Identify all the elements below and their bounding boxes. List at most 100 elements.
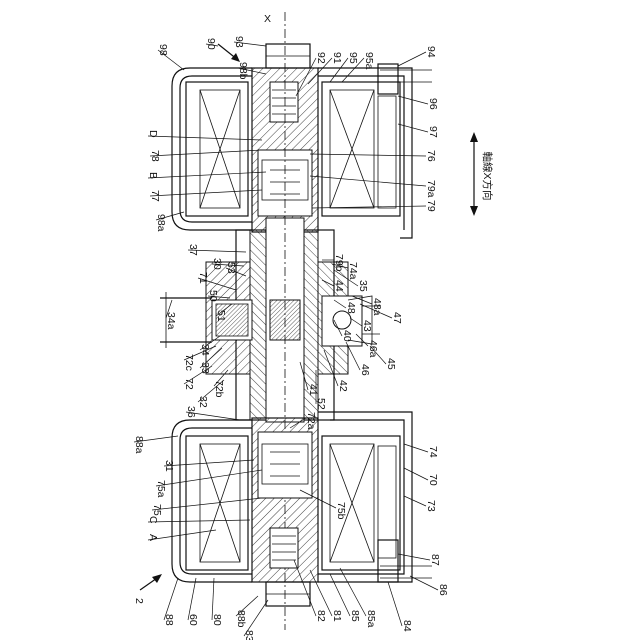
direction-caption: 軸線X方向 <box>481 151 494 200</box>
label-98: 98 <box>157 44 169 56</box>
label-83: 83 <box>243 630 255 640</box>
label-47: 47 <box>391 312 403 324</box>
coil-left-top <box>186 82 248 216</box>
label-60: 60 <box>187 614 199 626</box>
label-71: 71 <box>197 272 209 284</box>
label-86: 86 <box>437 584 449 596</box>
leader-87 <box>398 554 430 560</box>
label-94: 94 <box>425 46 437 58</box>
label-32: 32 <box>197 396 209 408</box>
label-76: 76 <box>425 150 437 162</box>
label-74: 74 <box>427 446 439 458</box>
label-42: 42 <box>337 380 349 392</box>
label-77: 77 <box>149 190 161 202</box>
leader-78 <box>150 150 262 156</box>
label-84: 84 <box>401 620 413 632</box>
leader-96 <box>398 96 428 104</box>
coil-right-bottom <box>322 436 400 570</box>
label-98a: 98a <box>155 214 167 232</box>
label-37: 37 <box>187 244 199 256</box>
label-30: 30 <box>211 258 223 270</box>
label-95: 95 <box>347 52 359 64</box>
leader-31 <box>164 460 254 466</box>
label-75a: 75a <box>155 480 167 498</box>
label-D: D <box>147 130 159 138</box>
screw-82 <box>270 528 298 568</box>
label-45: 45 <box>385 358 397 370</box>
label-72a: 72a <box>305 412 317 430</box>
label-43: 43 <box>361 320 373 332</box>
label-98b: 98b <box>237 62 249 80</box>
label-34a: 34a <box>165 312 177 330</box>
label-88: 88 <box>163 614 175 626</box>
label-B: B <box>147 172 159 179</box>
label-88b: 88b <box>235 610 247 628</box>
label-80: 80 <box>211 614 223 626</box>
label-73: 73 <box>425 500 437 512</box>
label-82: 82 <box>315 610 327 622</box>
top-coil-unit <box>172 44 432 238</box>
label-79a: 79a <box>425 180 437 198</box>
label-93: 93 <box>233 36 245 48</box>
label-53: 53 <box>225 262 237 274</box>
label-46a: 46a <box>367 340 379 358</box>
label-75: 75 <box>151 504 163 516</box>
label-33: 33 <box>199 362 211 374</box>
label-90: 90 <box>205 38 217 50</box>
label-79b: 79b <box>333 254 345 272</box>
label-95a: 95a <box>363 52 375 70</box>
label-41: 41 <box>307 384 319 396</box>
label-A: A <box>147 534 159 541</box>
label-79: 79 <box>425 200 437 212</box>
label-92: 92 <box>315 52 327 64</box>
label-74a: 74a <box>347 262 359 280</box>
leader-79a <box>310 176 426 186</box>
leader-84 <box>388 582 402 626</box>
label-50: 50 <box>207 290 219 302</box>
label-81: 81 <box>331 610 343 622</box>
leader-75 <box>152 498 262 510</box>
label-36: 36 <box>185 406 197 418</box>
leader-97 <box>398 124 428 132</box>
axis-label: X <box>264 13 271 25</box>
label-97: 97 <box>427 126 439 138</box>
leader-70 <box>404 468 428 480</box>
label-88a: 88a <box>133 436 145 454</box>
label-40: 40 <box>341 330 353 342</box>
ball-43 <box>333 311 351 329</box>
label-46: 46 <box>359 364 371 376</box>
label-96: 96 <box>427 98 439 110</box>
label-31: 31 <box>163 460 175 472</box>
label-48a: 48a <box>371 298 383 316</box>
label-35: 35 <box>357 280 369 292</box>
leader-C <box>148 520 250 522</box>
leader-74 <box>404 444 428 452</box>
label-85: 85 <box>349 610 361 622</box>
label-44: 44 <box>333 280 345 292</box>
label-87: 87 <box>429 554 441 566</box>
bottom-coil-unit <box>172 412 432 606</box>
label-72b: 72b <box>213 380 225 398</box>
leader-73 <box>404 496 426 506</box>
leader-85a <box>340 568 366 616</box>
label-51: 51 <box>215 310 227 322</box>
leader-D <box>148 136 262 140</box>
coil-right-top <box>322 82 400 216</box>
label-C: C <box>147 516 159 524</box>
leader-76 <box>310 154 426 156</box>
label-2: 2 <box>133 598 145 604</box>
label-85a: 85a <box>365 610 377 628</box>
label-34: 34 <box>199 344 211 356</box>
label-75b: 75b <box>335 502 347 520</box>
label-91: 91 <box>331 52 343 64</box>
leader-94 <box>398 52 426 66</box>
direction-arrow <box>470 132 478 216</box>
label-52: 52 <box>315 398 327 410</box>
shaft-84 <box>378 540 398 582</box>
screw-92 <box>270 82 298 122</box>
label-78: 78 <box>149 150 161 162</box>
label-70: 70 <box>427 474 439 486</box>
label-72c: 72c <box>183 354 195 371</box>
